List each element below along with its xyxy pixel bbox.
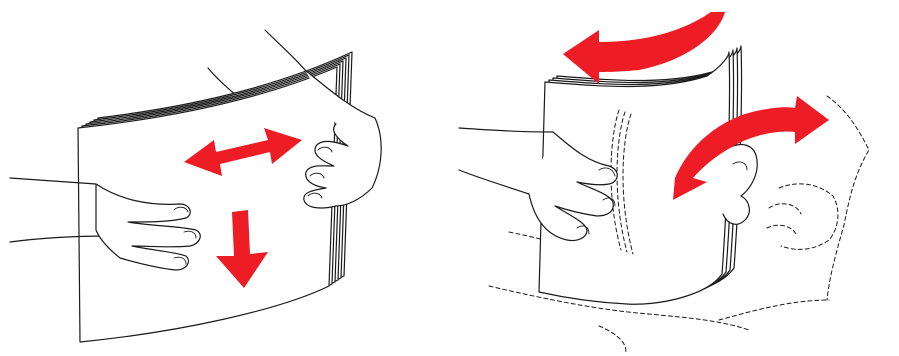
- flex-paper-illustration: [449, 0, 899, 356]
- right-hand-flex: [723, 145, 757, 225]
- fan-paper-illustration: [0, 0, 450, 356]
- curved-double-arrow-top: [563, 12, 725, 84]
- arm-outline-top: [265, 30, 305, 70]
